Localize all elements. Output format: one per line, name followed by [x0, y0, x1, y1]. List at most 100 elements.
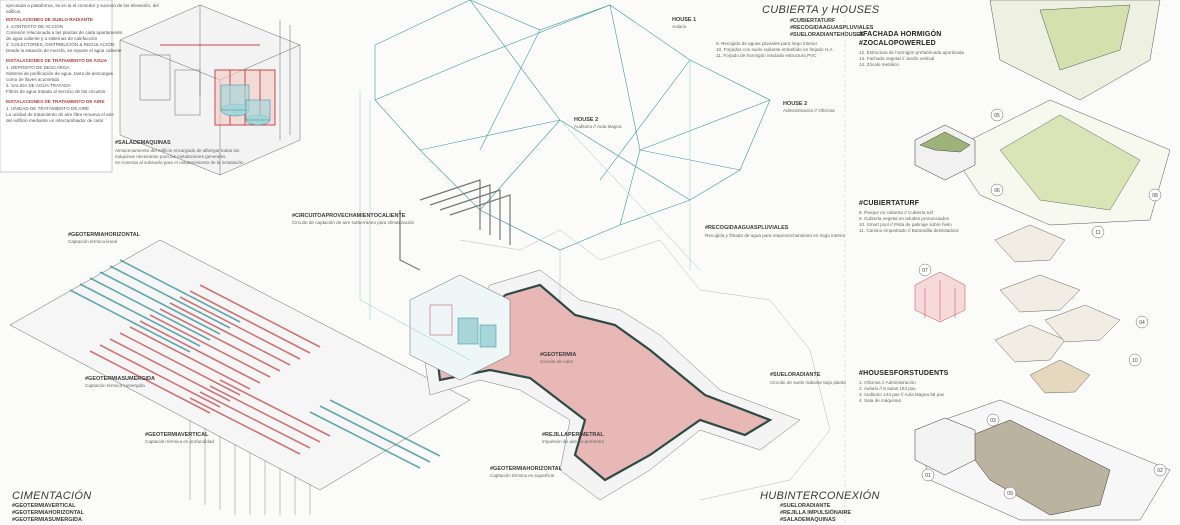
tag-geotermia-horizontal: #GEOTERMIAHORIZONTAL — [68, 232, 141, 238]
tag-sala-maquinas-desc: Almacenamiento del edificio encargado de… — [115, 148, 240, 153]
cubierta-tag: #RECOGIDAAGUASPLUVIALES — [790, 25, 874, 31]
marker-d01 — [921, 468, 935, 482]
house2-desc: Auditorio // Aula Magna — [574, 124, 622, 129]
houses-line: 3. Auditorio 144 pax // Aula Magna 68 pa… — [859, 392, 945, 397]
marker-d03 — [986, 413, 1000, 427]
hub-title: HUBINTERCONEXIÓN — [760, 490, 880, 502]
tag-geotermia-sumergida: #GEOTERMIASUMERGIDA — [85, 376, 155, 382]
houses-tag: #HOUSESFORSTUDENTS — [859, 370, 949, 377]
marker-d10 — [1128, 353, 1142, 367]
cubiertaturf-line: 10. Smart pool // Pista de patinaje sobr… — [859, 222, 952, 227]
marker-d02 — [1153, 463, 1167, 477]
marker-label-d11: 11 — [1095, 230, 1100, 236]
marker-d06 — [990, 183, 1004, 197]
tag-sala-maquinas-desc: Se conecta al subsuelo para el mantenimi… — [115, 160, 244, 165]
house2b-title: HOUSE 2 — [783, 101, 808, 107]
tag-suelo-radiante-desc: Circuito de suelo radiante bajo planta — [770, 380, 846, 385]
marker-label-d07: 07 — [922, 268, 928, 274]
tag-geotermia-sumergida-desc: Captación térmica sumergida — [85, 383, 145, 388]
cubiertaturf-line: 11. Camino empedrado // Barandilla delim… — [859, 228, 959, 233]
hub-tag: #SALADEMAQUINAS — [780, 517, 836, 523]
left-intro-line-1: ejecutada a plataforma, se en la el come… — [6, 3, 159, 8]
tag-circuito-aire: #CIRCUITOAPROVECHAMIENTOCALIENTE — [292, 213, 406, 219]
left-intro-line-2: edificio. — [6, 9, 22, 14]
tag-recogida-aguas: #RECOGIDAAGUASPLUVIALES — [705, 225, 789, 231]
tag-geotermia-horizontal-2: #GEOTERMIAHORIZONTAL — [490, 466, 563, 472]
fachada-line: 13. Fachada vegetal // Jardín vertical — [859, 56, 935, 61]
section-agua-line: 1. DEPÓSITO DE DESCARGA — [6, 65, 70, 70]
house1-desc: Aulario — [672, 24, 687, 29]
section-agua-line: Filtros de agua tratada al servicio de l… — [6, 89, 106, 94]
tag-circuito-aire-desc: Circuito de captación de aire subterráne… — [292, 220, 415, 225]
section-heading-agua: INSTALACIONES DE TRATAMIENTO DE AGUA — [6, 58, 108, 63]
section-suelo-line: Desde la estación de mezcla, se reparte … — [6, 48, 122, 53]
right-column-drawings — [914, 0, 1171, 521]
cubiertaturf-line: 8. Parque en cubierta // Cubierta turf — [859, 210, 934, 215]
tag-geotermia: #GEOTERMIA — [540, 352, 577, 358]
section-suelo-line: 2. COLECTORES, DISTRIBUCIÓN & REGULACIÓN — [6, 42, 115, 47]
marker-d04 — [1135, 315, 1149, 329]
cubiertaturf-line: 9. Cubierta vegetal en taludes pronuncia… — [859, 216, 949, 221]
cubierta-title: CUBIERTA y HOUSES — [762, 4, 880, 16]
section-suelo-line: de agua caliente y a sistemas de calefac… — [6, 36, 98, 41]
fachada-tag: #FACHADA HORMIGÓN — [859, 31, 942, 38]
tag-geotermia-vertical: #GEOTERMIAVERTICAL — [145, 432, 209, 438]
foundation-plan — [9, 239, 471, 515]
house2b-desc: Administración // Oficinas — [783, 108, 835, 113]
marker-label-d01: 01 — [925, 473, 931, 479]
air-circuit — [399, 179, 511, 271]
roof-mesh — [374, 0, 771, 251]
marker-label-d05: 05 — [994, 113, 1000, 119]
marker-d11 — [1091, 225, 1105, 239]
marker-label-d08: 08 — [1152, 193, 1158, 199]
marker-label-d02: 02 — [1157, 468, 1163, 474]
hub-tag: #REJILLA IMPULSIÓNAIRE — [780, 510, 851, 516]
house2-title: HOUSE 2 — [574, 117, 599, 123]
fachada-line: 12. Estructura de hormigón prefabricada … — [859, 50, 964, 55]
tag-rejilla-perimetral: #REJILLAPERIMETRAL — [542, 432, 604, 438]
section-aire-line: del edificio mediante un intercambiador … — [6, 118, 104, 123]
marker-d07 — [918, 263, 932, 277]
section-agua-line: 2. SALIDA DE AGUA TRATADA — [6, 83, 71, 88]
cubierta-line: 9. Recogida de aguas pluviales para rieg… — [716, 41, 818, 46]
section-aire-line: 1. UNIDAD DE TRATAMIENTO DE AIRE — [6, 106, 90, 111]
section-agua-line: Sistema de purificación de agua, tanto d… — [6, 71, 113, 76]
tag-geotermia-horizontal-desc: Captación térmica lineal — [68, 239, 118, 244]
section-suelo-line: Conexión relacionada a las plantas de ca… — [6, 30, 123, 35]
tag-sala-maquinas: #SALADEMAQUINAS — [115, 140, 171, 146]
tag-geotermia-vertical-desc: Captación térmica en profundidad — [145, 439, 214, 444]
marker-d05 — [990, 108, 1004, 122]
cimentacion-tag: #GEOTERMIASUMERGIDA — [12, 517, 82, 523]
section-agua-line: como de llaves acometida — [6, 77, 60, 82]
houses-line: 4. Sala de máquinas — [859, 398, 901, 403]
marker-d09 — [1003, 486, 1017, 500]
cimentacion-title: CIMENTACIÓN — [12, 490, 92, 502]
left-text-frame — [0, 0, 113, 173]
section-heading-suelo: INSTALACIONES DE SUELO RADIANTE — [6, 17, 93, 22]
tag-rejilla-perimetral-desc: Impulsión de aire en perímetro — [542, 439, 605, 444]
tag-recogida-aguas-desc: Recogida y filtrado de agua para reaprov… — [705, 233, 846, 238]
zocalo-tag: #ZOCALOPOWERLED — [859, 40, 936, 47]
hub-tag: #SUELORADIANTE — [780, 503, 831, 509]
marker-label-d10: 10 — [1132, 358, 1138, 364]
cubiertaturf-tag: #CUBIERTATURF — [859, 200, 920, 207]
tag-sala-maquinas-desc: máquinas necesarias para las instalacion… — [115, 154, 227, 159]
marker-label-d09: 09 — [1007, 491, 1013, 497]
marker-label-d04: 04 — [1139, 320, 1145, 326]
tag-suelo-radiante: #SUELORADIANTE — [770, 372, 821, 378]
house1-title: HOUSE 1 — [672, 17, 697, 23]
machine-room-drawing — [119, 4, 301, 176]
cubierta-line: 11. Forjado de hormigón insulado estruct… — [716, 53, 817, 58]
fachada-line: 14. Zócalo metálico — [859, 62, 899, 67]
marker-d08 — [1148, 188, 1162, 202]
section-heading-aire: INSTALACIONES DE TRATAMIENTO DE AIRE — [6, 99, 105, 104]
cubierta-tag: #SUELORADIANTEHOUSES — [790, 32, 864, 38]
marker-label-d03: 03 — [990, 418, 996, 424]
marker-label-d06: 06 — [994, 188, 1000, 194]
houses-line: 1. Oficinas // Administración — [859, 380, 916, 385]
cimentacion-tag: #GEOTERMIAVERTICAL — [12, 503, 76, 509]
tag-geotermia-horizontal-2-desc: Captación térmica en superficie — [490, 473, 555, 478]
cubierta-tag: #CUBIERTATURF — [790, 18, 836, 24]
